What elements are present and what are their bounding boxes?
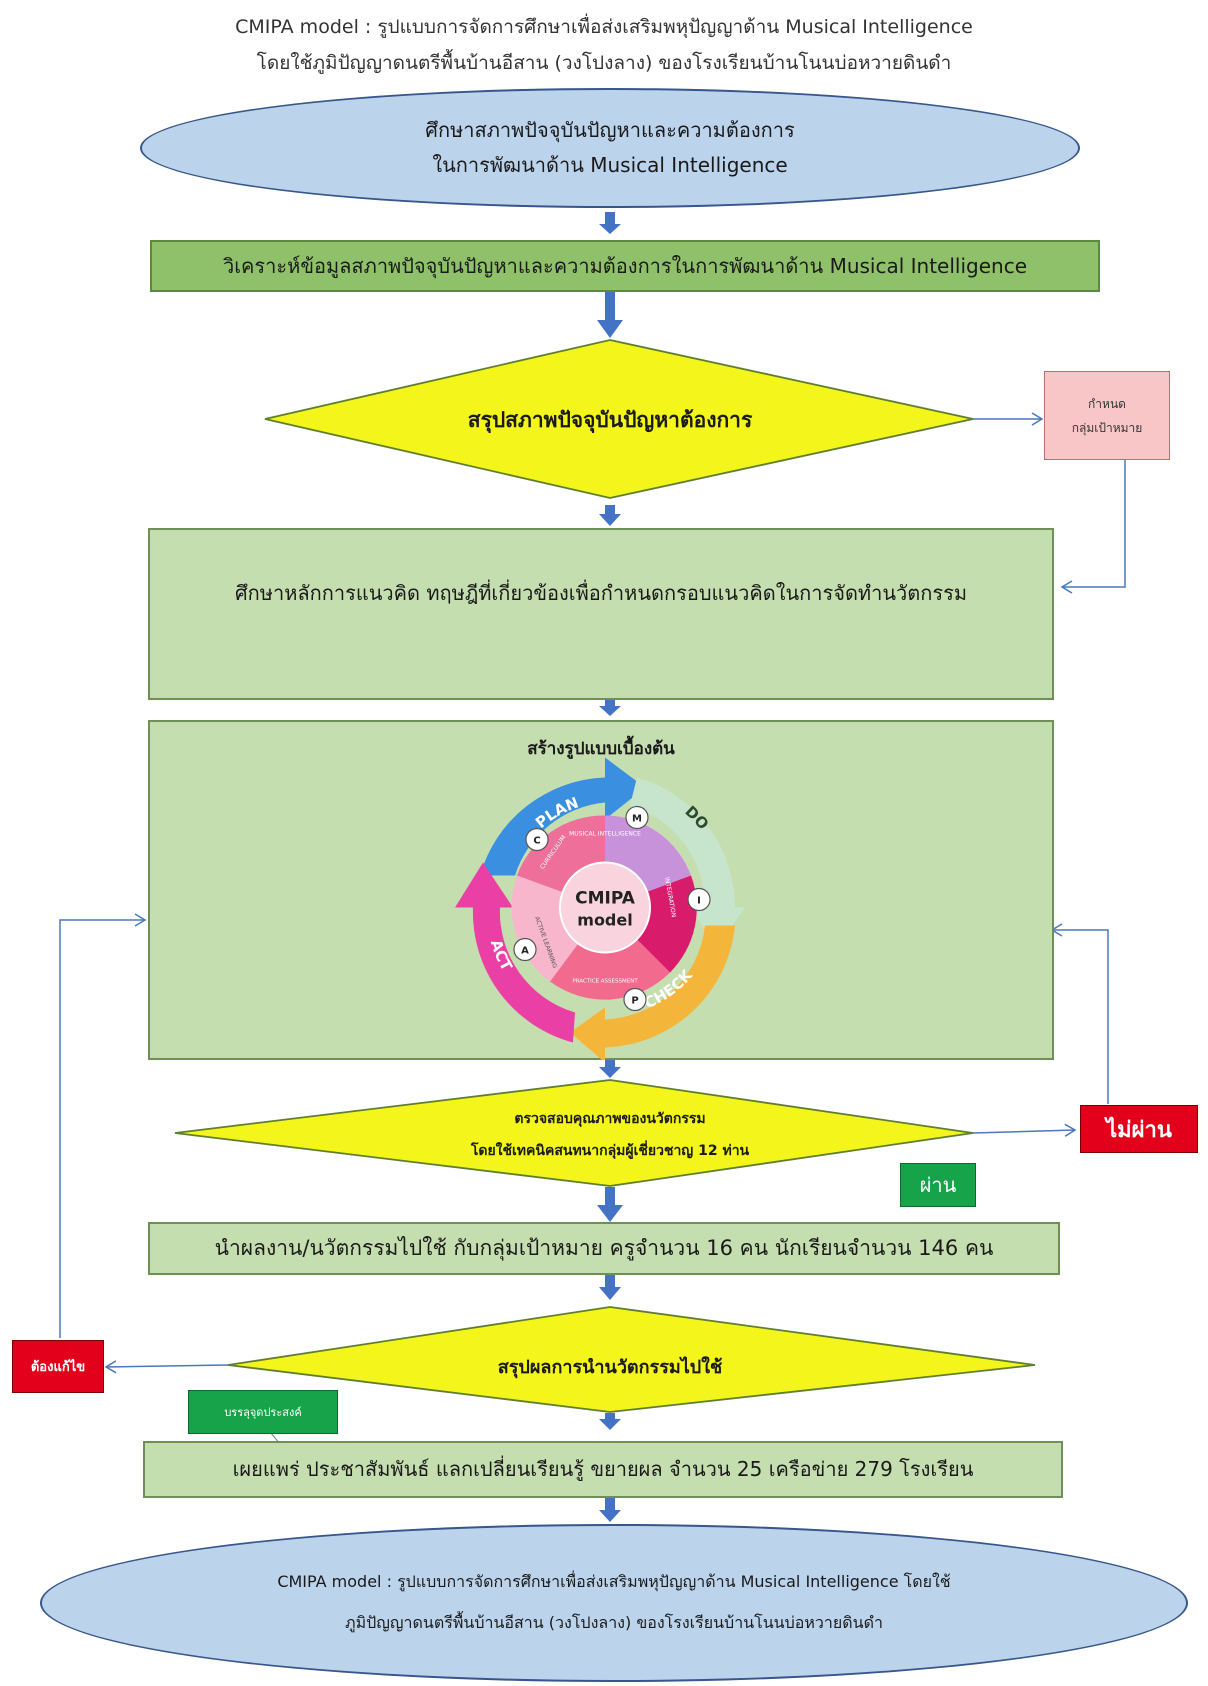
badge-p: P (623, 987, 647, 1012)
act-arrow (455, 862, 575, 1043)
check-line-1: ตรวจสอบคุณภาพของนวัตกรรม (514, 1111, 706, 1127)
fail-to-create-connector (1050, 923, 1109, 1104)
down-arrow-5 (599, 1060, 621, 1078)
theory-box: ศึกษาหลักการแนวคิด ทฤษฎีที่เกี่ยวข้องเพื… (148, 528, 1054, 700)
final-line-1: CMIPA model : รูปแบบการจัดการศึกษาเพื่อส… (277, 1572, 951, 1591)
to-fail-connector (972, 1123, 1077, 1137)
svg-text:C: C (533, 836, 540, 847)
inner-label-p: PRACTICE ASSESSMENT (572, 979, 638, 985)
summarize-text: สรุปสภาพปัจจุบันปัญหาต้องการ (467, 407, 753, 432)
analyze-text: วิเคราะห์ข้อมูลสภาพปัจจุบันปัญหาและความต… (222, 253, 1028, 278)
target-group-box: กำหนด กลุ่มเป้าหมาย (1044, 371, 1170, 460)
create-model-title: สร้างรูปแบบเบื้องต้น (527, 738, 675, 759)
study-line-2: ในการพัฒนาด้าน Musical Intelligence (432, 153, 788, 177)
center-text-2: model (577, 911, 632, 930)
target-line-2: กลุ่มเป้าหมาย (1071, 420, 1143, 435)
target-line-1: กำหนด (1088, 396, 1126, 411)
target-to-theory-connector (1060, 460, 1126, 594)
svg-text:M: M (632, 814, 642, 825)
fail-label: ไม่ผ่าน (1080, 1105, 1198, 1153)
end-ellipse: CMIPA model : รูปแบบการจัดการศึกษาเพื่อส… (40, 1524, 1188, 1682)
cmipa-cycle-diagram: CMIPA model PLAN DO CHECK ACT MUSICAL IN… (455, 757, 745, 1060)
conclude-text: สรุปผลการนำนวัตกรรมไปใช้ (497, 1356, 723, 1378)
check-line-2: โดยใช้เทคนิคสนทนากลุ่มผู้เชี่ยวชาญ 12 ท่… (470, 1143, 750, 1159)
fix-label: ต้องแก้ไข (12, 1340, 104, 1393)
down-arrow-2 (597, 290, 623, 338)
svg-text:I: I (697, 896, 701, 907)
svg-text:P: P (631, 996, 638, 1007)
center-text-1: CMIPA (575, 889, 636, 909)
study-line-1: ศึกษาสภาพปัจจุบันปัญหาและความต้องการ (425, 118, 795, 142)
fix-to-create-connector (59, 913, 147, 1338)
inner-label-m: MUSICAL INTELLIGENCE (569, 831, 641, 838)
badge-i: I (687, 887, 711, 912)
badge-a: A (513, 937, 537, 962)
disseminate-box: เผยแพร่ ประชาสัมพันธ์ แลกเปลี่ยนเรียนรู้… (143, 1441, 1063, 1498)
analyze-box: วิเคราะห์ข้อมูลสภาพปัจจุบันปัญหาและความต… (150, 240, 1100, 292)
to-fix-connector (104, 1360, 229, 1374)
plan-arrow (480, 757, 645, 876)
pass-label: ผ่าน (900, 1163, 976, 1207)
final-line-2: ภูมิปัญญาดนตรีพื้นบ้านอีสาน (วงโปงลาง) ข… (345, 1613, 883, 1632)
header-line-2: โดยใช้ภูมิปัญญาดนตรีพื้นบ้านอีสาน (วงโปง… (256, 52, 952, 74)
do-arrow (630, 777, 745, 948)
down-arrow-9 (599, 1498, 621, 1522)
down-arrow-1 (599, 212, 621, 234)
down-arrow-3 (599, 505, 621, 526)
summarize-diamond (264, 339, 974, 499)
sector-p (550, 907, 670, 1000)
check-arrow (570, 925, 735, 1060)
center-circle (559, 861, 651, 954)
apply-box: นำผลงาน/นวัตกรรมไปใช้ กับกลุ่มเป้าหมาย ค… (148, 1222, 1060, 1275)
badge-m: M (625, 805, 649, 830)
header-line-1: CMIPA model : รูปแบบการจัดการศึกษาเพื่อส… (235, 16, 973, 38)
check-diamond (174, 1079, 974, 1187)
down-arrow-6 (597, 1187, 623, 1222)
down-arrow-7 (599, 1275, 621, 1300)
check-text: ตรวจสอบคุณภาพของนวัตกรรม โดยใช้เทคนิคสนท… (340, 1106, 880, 1164)
down-arrow-4 (599, 700, 621, 716)
start-ellipse: ศึกษาสภาพปัจจุบันปัญหาและความต้องการ ในก… (140, 88, 1080, 208)
apply-text: นำผลงาน/นวัตกรรมไปใช้ กับกลุ่มเป้าหมาย ค… (214, 1236, 994, 1261)
conclude-diamond (227, 1306, 1036, 1413)
theory-text: ศึกษาหลักการแนวคิด ทฤษฎีที่เกี่ยวข้องเพื… (234, 581, 968, 605)
svg-text:A: A (521, 946, 529, 957)
badge-c: C (525, 827, 549, 852)
disseminate-text: เผยแพร่ ประชาสัมพันธ์ แลกเปลี่ยนเรียนรู้… (232, 1457, 974, 1481)
down-arrow-8 (599, 1413, 621, 1430)
achieved-label: บรรลุจุดประสงค์ (188, 1390, 338, 1434)
